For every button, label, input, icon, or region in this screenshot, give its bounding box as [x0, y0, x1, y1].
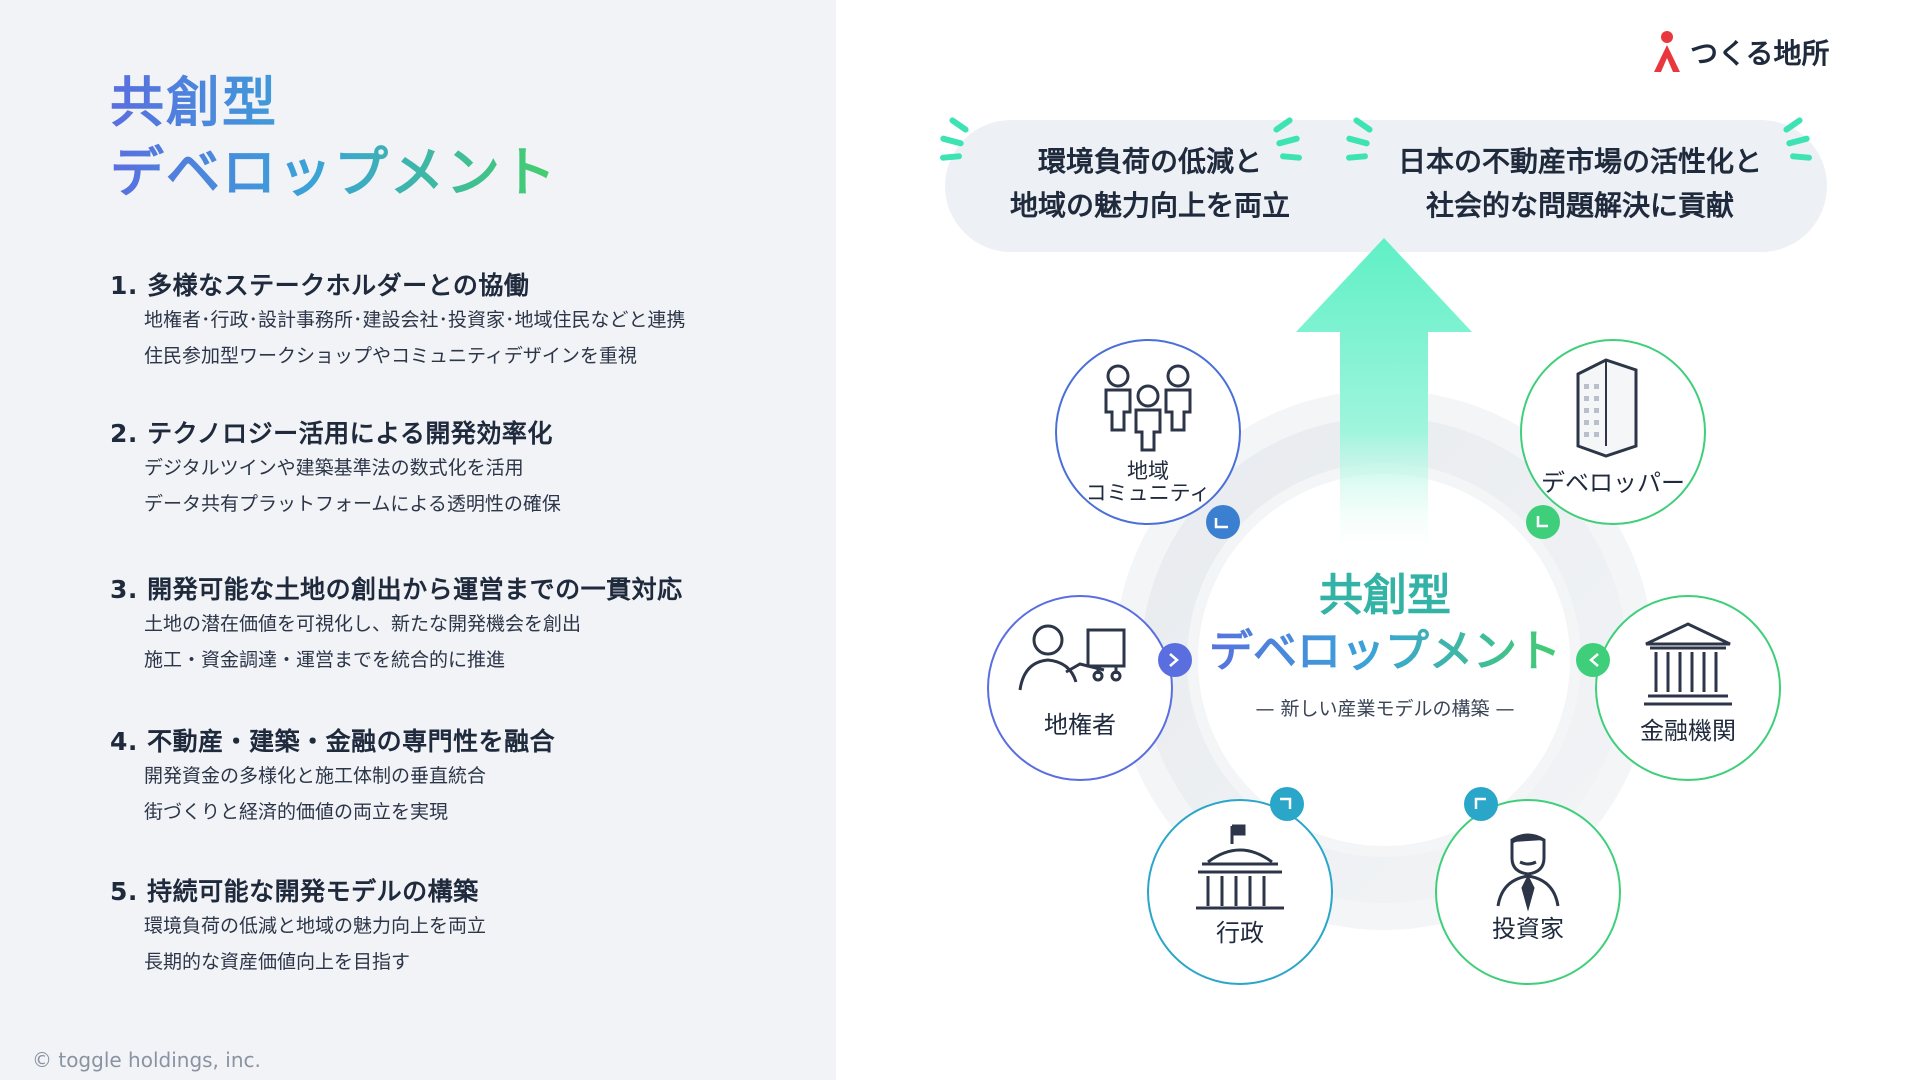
feature-heading: 5. 持続可能な開発モデルの構築 [110, 877, 479, 906]
upward-arrow [1296, 238, 1472, 560]
spark-accent-mid-right [1346, 117, 1373, 161]
left-panel [0, 0, 836, 1080]
center-subtitle: — 新しい産業モデルの構築 — [1255, 698, 1515, 720]
node-investor [1435, 787, 1621, 985]
feature-line: 街づくりと経済的価値の両立を実現 [144, 801, 449, 823]
spark-accent-mid-left [1273, 117, 1302, 161]
feature-item-2: 2. テクノロジー活用による開発効率化 デジタルツインや建築基準法の数式化を活用… [110, 414, 561, 522]
feature-item-1: 1. 多様なステークホルダーとの協働 地権者･行政･設計事務所･建設会社･投資家… [110, 266, 686, 374]
node-landowner [987, 595, 1192, 781]
banner-right-line-2: 社会的な問題解決に貢献 [1425, 189, 1734, 222]
community-label-line-2: コミュニティ [1085, 481, 1211, 505]
feature-line: 土地の潜在価値を可視化し、新たな開発機会を創出 [144, 613, 582, 635]
feature-line: デジタルツインや建築基準法の数式化を活用 [144, 457, 524, 479]
people-group-icon [1104, 364, 1192, 452]
office-building-icon [1576, 358, 1638, 458]
copyright: © toggle holdings, inc. [32, 1048, 261, 1072]
center-title-line-2: デベロップメント [1200, 624, 1570, 680]
feature-line: 地権者･行政･設計事務所･建設会社･投資家･地域住民などと連携 [144, 309, 686, 331]
spark-accent-left [940, 117, 969, 161]
feature-line: 長期的な資産価値向上を目指す [144, 951, 411, 973]
chevron-left-icon [1589, 653, 1599, 667]
node-community [1055, 339, 1241, 539]
corner-arrow-icon [1280, 797, 1292, 809]
feature-item-3: 3. 開発可能な土地の創出から運営までの一貫対応 土地の潜在価値を可視化し、新た… [110, 570, 683, 678]
feature-item-4: 4. 不動産・建築・金融の専門性を融合 開発資金の多様化と施工体制の垂直統合 街… [110, 722, 555, 830]
feature-heading: 3. 開発可能な土地の創出から運営までの一貫対応 [110, 575, 683, 604]
feature-item-5: 5. 持続可能な開発モデルの構築 環境負荷の低減と地域の魅力向上を両立 長期的な… [110, 872, 486, 980]
chevron-right-icon [1169, 653, 1179, 667]
banner-left-line-1: 環境負荷の低減と [1037, 145, 1262, 178]
spark-accent-right [1783, 117, 1812, 161]
banner-goal-right: 日本の不動産市場の活性化と 社会的な問題解決に貢献 [1370, 140, 1790, 228]
center-title: 共創型 デベロップメント [1200, 568, 1570, 680]
feature-heading: 2. テクノロジー活用による開発効率化 [110, 419, 553, 448]
person-with-sign-icon [1018, 624, 1126, 691]
outcome-banner [945, 120, 1827, 252]
feature-line: 住民参加型ワークショップやコミュニティデザインを重視 [144, 345, 637, 367]
brand-logo: つくる地所 [1650, 30, 1829, 74]
feature-line: 施工・資金調達・運営までを統合的に推進 [144, 649, 506, 671]
corner-arrow-icon [1214, 518, 1228, 529]
feature-line: 開発資金の多様化と施工体制の垂直統合 [144, 765, 487, 787]
government-building-icon [1196, 824, 1284, 910]
node-government [1147, 787, 1333, 985]
corner-arrow-icon [1474, 797, 1486, 809]
brand-name: つくる地所 [1690, 37, 1830, 70]
investor-label: 投資家 [1492, 915, 1564, 943]
banner-left-line-2: 地域の魅力向上を両立 [1009, 189, 1290, 222]
developer-label: デベロッパー [1541, 469, 1685, 497]
banner-goal-left: 環境負荷の低減と 地域の魅力向上を両立 [990, 140, 1310, 228]
corner-arrow-icon [1536, 516, 1548, 528]
feature-line: データ共有プラットフォームによる透明性の確保 [144, 493, 561, 515]
finance-label: 金融機関 [1640, 717, 1736, 745]
businessman-icon [1496, 833, 1560, 912]
feature-heading: 4. 不動産・建築・金融の専門性を融合 [110, 727, 556, 756]
node-finance [1576, 595, 1781, 781]
community-label-line-1: 地域 [1127, 459, 1169, 483]
center-disk [1198, 474, 1570, 846]
landowner-label: 地権者 [1044, 711, 1116, 739]
person-logo-icon [1654, 31, 1680, 72]
feature-heading: 1. 多様なステークホルダーとの協働 [110, 271, 530, 300]
node-developer [1520, 339, 1706, 539]
bank-building-icon [1644, 622, 1732, 706]
community-label: 地域 コミュニティ [1068, 460, 1228, 504]
government-label: 行政 [1216, 919, 1264, 947]
banner-right-line-1: 日本の不動産市場の活性化と [1397, 145, 1762, 178]
feature-line: 環境負荷の低減と地域の魅力向上を両立 [144, 915, 487, 937]
center-title-line-1: 共創型 [1319, 570, 1451, 621]
